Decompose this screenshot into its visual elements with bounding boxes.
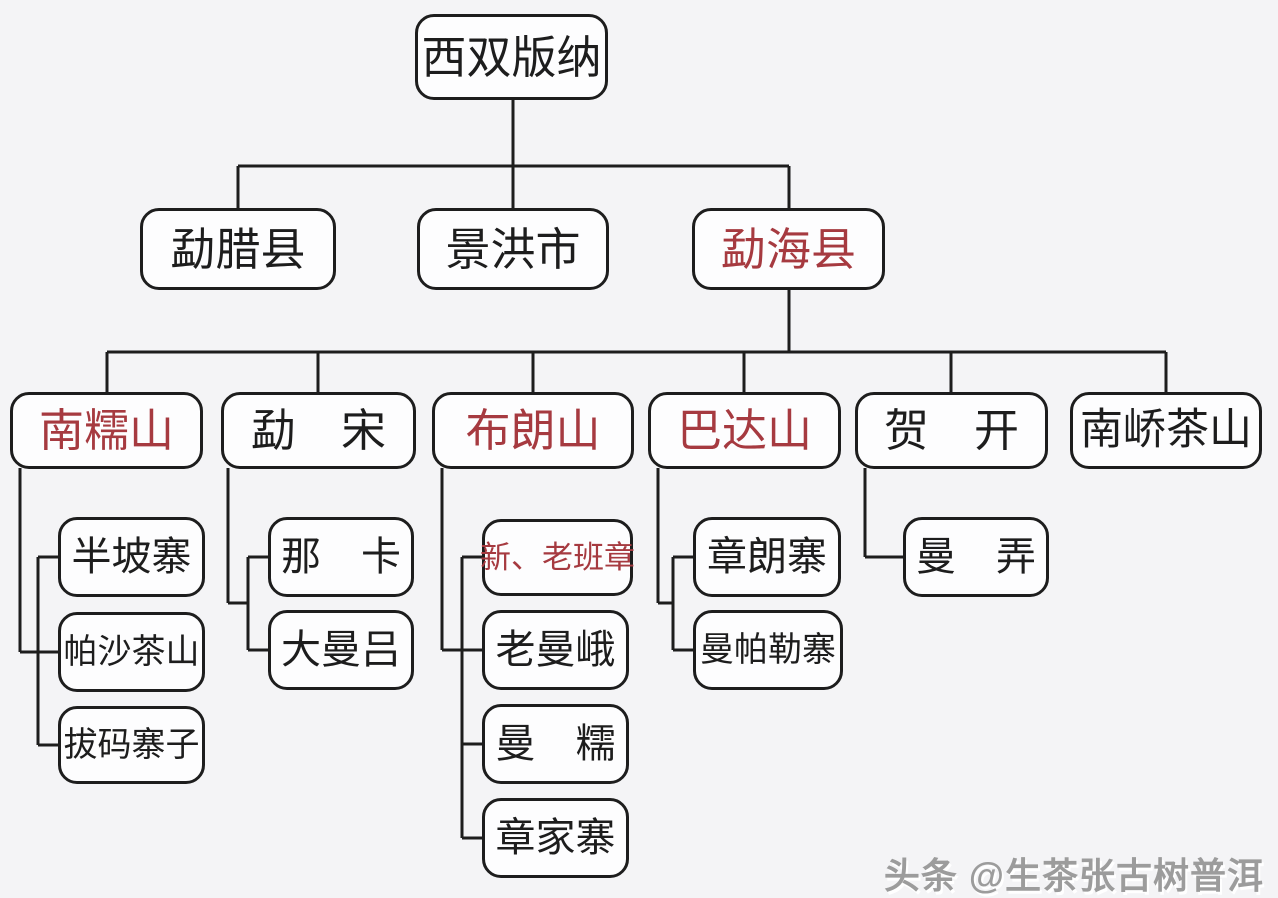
node-jinghong: 景洪市 — [417, 208, 609, 290]
node-label: 曼 弄 — [916, 535, 1036, 579]
node-bamazhaizi: 拔码寨子 — [58, 706, 205, 784]
node-nannuoshan: 南糯山 — [10, 392, 203, 469]
node-mannuo: 曼 糯 — [482, 704, 629, 784]
node-damanlv: 大曼吕 — [268, 610, 414, 690]
node-label: 老曼峨 — [495, 628, 616, 672]
node-banpozhai: 半坡寨 — [58, 517, 205, 597]
node-label: 章家寨 — [495, 816, 616, 860]
node-label: 大曼吕 — [281, 628, 401, 672]
node-bulangshan: 布朗山 — [432, 392, 634, 469]
node-label: 勐腊县 — [170, 223, 306, 275]
node-xinlaobanzhang: 新、老班章 — [480, 519, 635, 596]
node-label: 南糯山 — [38, 405, 174, 456]
node-label: 布朗山 — [465, 405, 601, 456]
node-label: 景洪市 — [445, 223, 581, 275]
node-label: 曼帕勒寨 — [700, 631, 836, 669]
node-label: 半坡寨 — [71, 535, 192, 579]
node-mengla: 勐腊县 — [140, 208, 336, 290]
node-menghai: 勐海县 — [692, 208, 885, 290]
node-label: 巴达山 — [676, 405, 812, 456]
node-label: 曼 糯 — [495, 722, 616, 766]
node-label: 勐 宋 — [250, 405, 386, 456]
node-label: 南峤茶山 — [1080, 406, 1252, 454]
node-label: 贺 开 — [883, 405, 1019, 456]
node-label: 帕沙茶山 — [63, 633, 200, 671]
node-label: 西双版纳 — [421, 31, 602, 83]
node-mannong: 曼 弄 — [903, 517, 1049, 597]
node-hekai: 贺 开 — [855, 392, 1048, 469]
node-label: 那 卡 — [281, 535, 401, 579]
node-mengsong: 勐 宋 — [221, 392, 416, 469]
node-laomane: 老曼峨 — [482, 610, 629, 690]
node-label: 新、老班章 — [480, 540, 635, 575]
node-naka: 那 卡 — [268, 517, 414, 597]
node-manpalezhai: 曼帕勒寨 — [693, 610, 843, 690]
node-badashan: 巴达山 — [648, 392, 841, 469]
node-label: 章朗寨 — [707, 535, 827, 579]
watermark: 头条 @生茶张古树普洱 — [883, 855, 1264, 896]
node-label: 拔码寨子 — [63, 726, 200, 764]
node-zhangjiazhai: 章家寨 — [482, 798, 629, 878]
node-xishuangbanna: 西双版纳 — [415, 14, 608, 100]
node-label: 勐海县 — [720, 223, 856, 275]
node-pashachashan: 帕沙茶山 — [58, 612, 205, 692]
node-nanjiaochashan: 南峤茶山 — [1070, 392, 1262, 469]
node-zhanglangzhai: 章朗寨 — [693, 517, 841, 597]
